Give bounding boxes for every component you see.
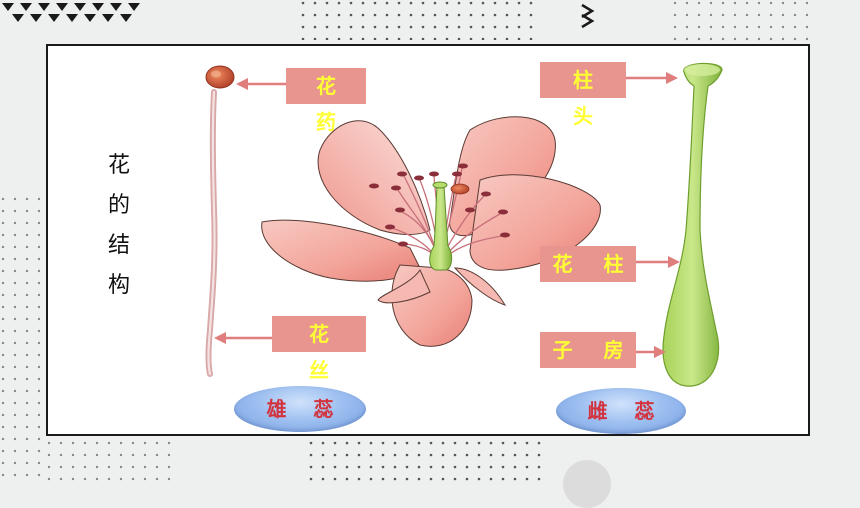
flower-anthers bbox=[369, 163, 510, 247]
group-pistil-oval: 雌 蕊 bbox=[556, 388, 686, 434]
label-anther: 花 药 bbox=[286, 68, 366, 134]
dot-pattern-top-right bbox=[672, 0, 812, 44]
chevron-decoration-icon bbox=[581, 3, 595, 29]
title-char-4: 构 bbox=[107, 273, 130, 298]
flower-illustration bbox=[205, 62, 723, 387]
dot-pattern-bottom bbox=[308, 440, 548, 484]
vertical-title: 花 的 结 构 bbox=[104, 146, 134, 306]
stamen-drawing bbox=[205, 65, 235, 377]
title-char-3: 结 bbox=[107, 233, 130, 258]
label-arrows bbox=[214, 72, 680, 358]
dot-pattern-bottom-left bbox=[46, 440, 176, 484]
pistil-drawing bbox=[662, 62, 723, 387]
title-char-1: 花 bbox=[107, 153, 130, 178]
dot-pattern-left bbox=[0, 196, 46, 484]
label-ovary: 子 房 bbox=[540, 332, 636, 368]
dot-pattern-top bbox=[300, 0, 540, 40]
label-filament: 花 丝 bbox=[272, 316, 366, 382]
title-char-2: 的 bbox=[107, 193, 130, 218]
group-stamen-oval: 雄 蕊 bbox=[234, 386, 366, 432]
flower-drawing bbox=[261, 116, 601, 347]
triangle-pattern-decoration bbox=[2, 3, 140, 22]
flower-pistil bbox=[429, 181, 470, 271]
label-style: 花 柱 bbox=[540, 246, 636, 282]
label-stigma: 柱 头 bbox=[540, 62, 626, 128]
